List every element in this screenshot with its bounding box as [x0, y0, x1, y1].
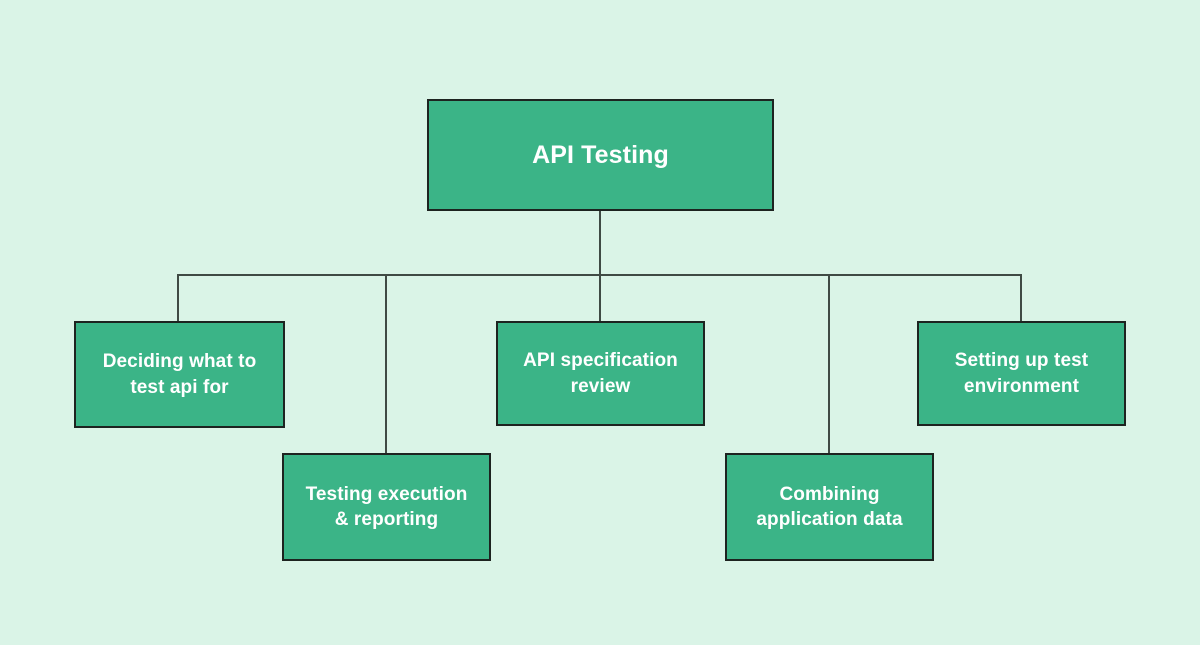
node-setting-up-test-environment[interactable]: Setting up test environment: [917, 321, 1126, 426]
connector-root-stem: [599, 211, 601, 276]
node-root-label: API Testing: [532, 140, 669, 169]
node-testing-execution-reporting[interactable]: Testing execution & reporting: [282, 453, 491, 561]
node-combining-label: Combining application data: [756, 483, 903, 530]
node-api-specification-label: API specification review: [523, 350, 678, 397]
connector-drop-api-specification: [599, 275, 601, 322]
connector-horizontal-bus: [177, 274, 1022, 276]
node-api-specification-review[interactable]: API specification review: [496, 321, 705, 426]
node-deciding-label: Deciding what to test api for: [102, 351, 257, 398]
connector-drop-combining: [828, 275, 830, 454]
connector-drop-setting-up: [1020, 275, 1022, 322]
node-combining-application-data[interactable]: Combining application data: [725, 453, 934, 561]
connector-drop-testing-execution: [385, 275, 387, 454]
connector-drop-deciding: [177, 275, 179, 322]
node-deciding-what-to-test[interactable]: Deciding what to test api for: [74, 321, 285, 428]
node-root-api-testing[interactable]: API Testing: [427, 99, 774, 211]
node-setting-up-label: Setting up test environment: [954, 350, 1089, 397]
node-testing-execution-label: Testing execution & reporting: [305, 483, 468, 530]
